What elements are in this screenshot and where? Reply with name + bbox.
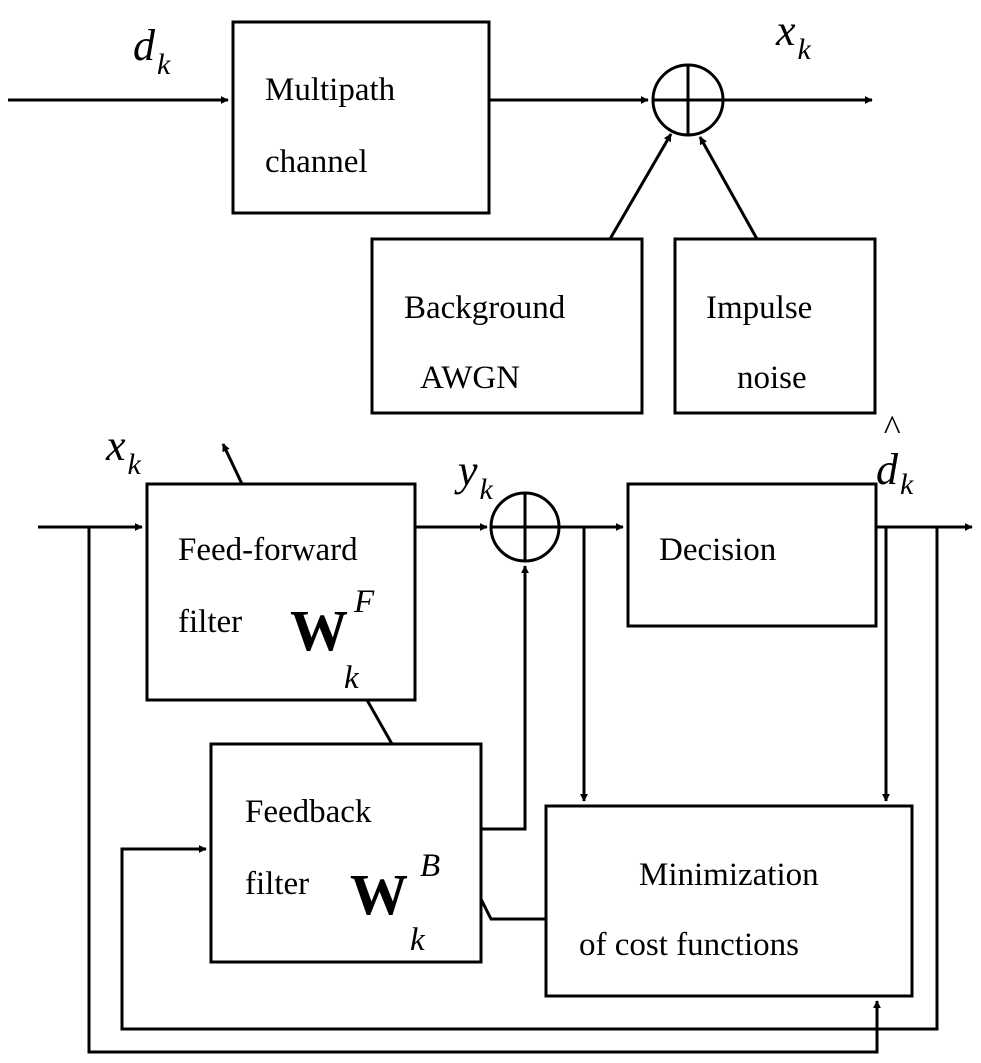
multipath-channel-box: Multipath channel	[231, 20, 491, 215]
background-awgn-box: Background AWGN	[370, 237, 644, 415]
minimization-to-feedback-link	[479, 898, 546, 921]
impulse-to-adder-arrow	[698, 136, 759, 240]
output-label-dhat-hat: ^	[883, 408, 901, 448]
channel-model-section: dk Multipath channel xk Background AWGN …	[8, 6, 877, 415]
equalizer-input-label-xk: xk	[105, 421, 142, 481]
fb-weight-W: W	[350, 862, 408, 927]
output-label-dhat: dk	[876, 445, 914, 501]
awgn-to-adder-arrow	[608, 133, 673, 240]
equalizer-section: xk Feed-forward filter W F k yk Decision	[38, 408, 973, 1054]
fb-weight-sup: B	[420, 848, 440, 884]
awgn-label-line2: AWGN	[420, 360, 520, 396]
decision-label: Decision	[659, 532, 776, 568]
impulse-label-line1: Impulse	[706, 290, 812, 326]
channel-label-line2: channel	[265, 144, 368, 180]
decision-feedback-loop	[120, 527, 939, 1031]
ff-label-line2: filter	[178, 604, 242, 640]
fb-weight-sub: k	[410, 922, 426, 958]
decision-box: Decision	[626, 482, 878, 628]
fb-label-line2: filter	[245, 866, 309, 902]
ff-weight-sub: k	[344, 660, 360, 696]
ff-fb-adapt-link	[365, 699, 394, 745]
awgn-label-line1: Background	[404, 290, 566, 326]
feed-forward-filter-box: Feed-forward filter W F k	[145, 482, 417, 702]
equalizer-adder-circle	[489, 491, 561, 563]
input-to-minimization-loop	[87, 527, 881, 1054]
input-label-dk: dk	[133, 21, 171, 81]
minimization-box: Minimization of cost functions	[544, 804, 914, 998]
adder-output-label-yk: yk	[454, 446, 494, 506]
noise-adder-circle	[651, 63, 725, 137]
minimization-label-line1: Minimization	[639, 857, 819, 893]
ff-adapt-arrow	[221, 443, 244, 485]
ff-label-line1: Feed-forward	[178, 532, 358, 568]
fb-label-line1: Feedback	[245, 794, 372, 830]
feedback-filter-box: Feedback filter W B k	[209, 742, 483, 964]
ff-weight-W: W	[290, 598, 348, 663]
ff-weight-sup: F	[353, 584, 375, 620]
impulse-label-line2: noise	[737, 360, 807, 396]
impulse-noise-box: Impulse noise	[673, 237, 877, 415]
channel-label-line1: Multipath	[265, 72, 396, 108]
feedback-to-adder-line	[481, 565, 529, 831]
output-label-xk: xk	[775, 6, 812, 66]
minimization-label-line2: of cost functions	[579, 927, 799, 963]
